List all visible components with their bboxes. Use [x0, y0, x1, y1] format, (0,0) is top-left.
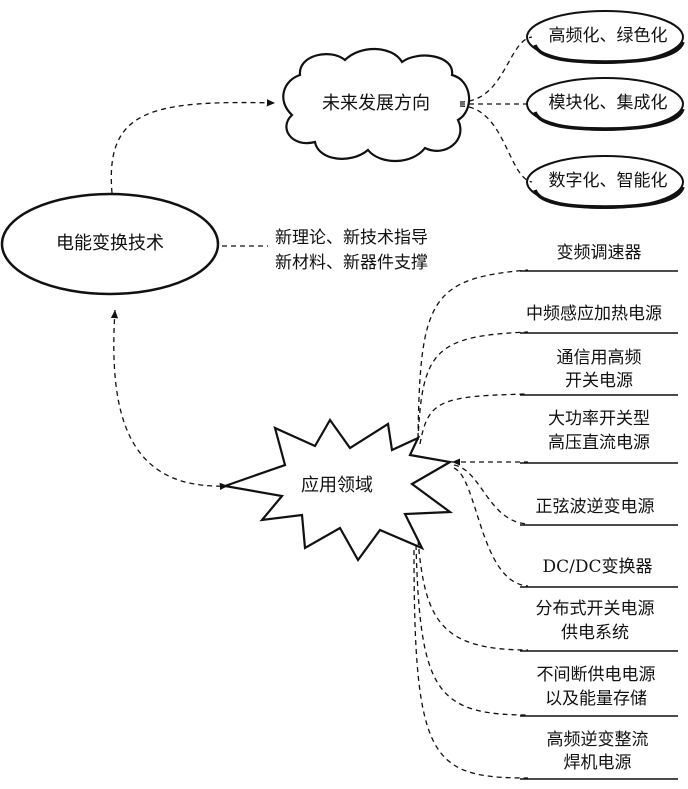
- application-item: 通信用高频: [556, 348, 642, 368]
- application-underlines: [520, 270, 678, 780]
- application-item: 焊机电源: [563, 753, 632, 773]
- application-item: 中频感应加热电源: [526, 304, 662, 324]
- future-item-shapes: [526, 10, 685, 209]
- application-item: 正弦波逆变电源: [535, 497, 655, 517]
- dashed-connectors: [110, 36, 533, 779]
- applications-title: 应用领域: [301, 475, 373, 496]
- future-item-2: 模块化、集成化: [548, 93, 668, 113]
- future-cloud-shape: [282, 47, 471, 163]
- application-item: 分布式开关电源: [535, 599, 655, 619]
- future-item-1: 高频化、绿色化: [548, 26, 668, 46]
- application-item: 不间断供电电源: [536, 665, 656, 685]
- application-item: 供电系统: [561, 623, 629, 643]
- future-item-3: 数字化、智能化: [548, 171, 668, 191]
- support-line-1: 新理论、新技术指导: [275, 228, 428, 248]
- central-node-label: 电能变换技术: [56, 233, 164, 254]
- central-node-ellipse: [0, 192, 220, 296]
- application-item: DC/DC变换器: [542, 557, 653, 577]
- application-item: 高频逆变整流: [546, 730, 649, 750]
- application-item: 变频调速器: [556, 243, 642, 263]
- application-item: 开关电源: [565, 371, 633, 391]
- support-line-2: 新材料、新器件支撑: [275, 253, 428, 273]
- applications-starburst: [220, 417, 454, 563]
- application-item: 大功率开关型: [548, 409, 650, 429]
- application-item: 以及能量存储: [545, 689, 647, 709]
- future-title: 未来发展方向: [322, 93, 430, 114]
- application-item: 高压直流电源: [548, 433, 650, 453]
